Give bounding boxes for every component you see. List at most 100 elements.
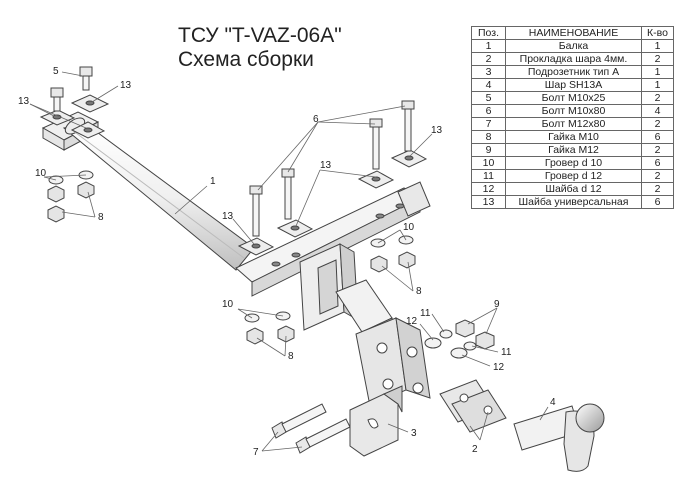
bolts bbox=[50, 66, 415, 454]
mount-plate-hole bbox=[406, 346, 418, 358]
tow-ball bbox=[513, 403, 605, 472]
row-name: Шайба универсальная bbox=[505, 195, 642, 209]
leader-13 bbox=[91, 85, 119, 103]
nut-m10 bbox=[47, 185, 65, 203]
row-name: Болт М12х80 bbox=[505, 117, 642, 131]
mount-plate-right bbox=[395, 317, 431, 399]
mount-plate-hole bbox=[382, 378, 394, 390]
beam-tube bbox=[62, 123, 255, 271]
leader-6 bbox=[317, 121, 376, 125]
crossbar-hole bbox=[395, 203, 405, 209]
row-name: Гровер d 12 bbox=[505, 169, 642, 183]
header-name: НАИМЕНОВАНИЕ bbox=[505, 26, 642, 40]
leader-5 bbox=[61, 71, 84, 77]
leader-10 bbox=[43, 174, 87, 178]
leader-6 bbox=[317, 105, 406, 123]
leader-7 bbox=[261, 446, 303, 452]
washer-13-c bbox=[70, 121, 106, 139]
washer-13-f bbox=[357, 170, 395, 189]
leader-13 bbox=[409, 133, 433, 157]
nut-m12 bbox=[475, 331, 495, 350]
crossbar-hole bbox=[291, 252, 301, 258]
callout-13-top: 13 bbox=[120, 80, 132, 91]
bolt-m12x80-a bbox=[271, 403, 327, 439]
leader-6 bbox=[257, 121, 319, 191]
leader-10 bbox=[237, 308, 284, 317]
callout-13-center-left: 13 bbox=[222, 211, 234, 222]
bolt-m10x80-c bbox=[369, 118, 383, 170]
leader-8 bbox=[61, 211, 96, 218]
nut-m10 bbox=[398, 251, 416, 269]
callout-8-lower: 8 bbox=[288, 351, 294, 362]
washer-d12 bbox=[450, 347, 468, 359]
leader-10 bbox=[43, 176, 57, 181]
leader-lines bbox=[29, 71, 549, 452]
leader-8 bbox=[87, 191, 96, 218]
callout-labels: 1 2 3 4 5 6 7 8 8 8 9 10 10 10 11 11 12 … bbox=[18, 66, 556, 458]
nut-m10 bbox=[77, 181, 95, 199]
crossbar-hole bbox=[271, 261, 281, 267]
leader-9 bbox=[485, 307, 498, 335]
ball-mount-plate bbox=[355, 317, 431, 407]
title-block: ТСУ "T-VAZ-06A" Схема сборки bbox=[178, 24, 342, 72]
leader-13 bbox=[29, 103, 87, 129]
leader-13 bbox=[232, 218, 255, 245]
tow-ball-sphere bbox=[575, 403, 605, 433]
socket-bracket bbox=[349, 385, 403, 457]
callout-11-left: 11 bbox=[420, 308, 431, 319]
row-qty: 4 bbox=[641, 104, 674, 118]
nut-m10 bbox=[47, 205, 65, 223]
leader-4 bbox=[539, 406, 549, 421]
leader-10 bbox=[237, 308, 253, 319]
callout-5: 5 bbox=[53, 66, 59, 77]
grover-d12 bbox=[439, 329, 453, 339]
leader-8 bbox=[256, 337, 286, 357]
row-pos: 13 bbox=[471, 195, 506, 209]
leader-13 bbox=[295, 169, 321, 227]
spacer-hole bbox=[483, 405, 493, 415]
callout-13-left: 13 bbox=[18, 96, 30, 107]
callout-12-right: 12 bbox=[493, 362, 505, 373]
mount-plate-hole bbox=[412, 382, 424, 394]
nut-m10 bbox=[277, 325, 295, 343]
bolt-m10x80-d bbox=[401, 100, 415, 152]
callout-8-center: 8 bbox=[416, 286, 422, 297]
row-name: Шайба d 12 bbox=[505, 182, 642, 196]
leader-9 bbox=[467, 307, 498, 325]
leader-10 bbox=[377, 229, 401, 244]
washer-13-e bbox=[276, 219, 314, 238]
drawing-title: ТСУ "T-VAZ-06A" bbox=[178, 24, 342, 47]
socket-bracket-flange bbox=[382, 385, 403, 413]
callout-10-left: 10 bbox=[35, 168, 47, 179]
row-qty: 6 bbox=[641, 195, 674, 209]
bolt-m12x80-b bbox=[295, 418, 351, 454]
leader-2 bbox=[469, 425, 481, 441]
callout-10-lower: 10 bbox=[222, 299, 234, 310]
bolt-m10x25-b bbox=[50, 87, 64, 112]
beam-highlight bbox=[71, 129, 245, 259]
callout-4: 4 bbox=[550, 397, 556, 408]
callout-1: 1 bbox=[210, 176, 216, 187]
spacer-hole bbox=[459, 393, 469, 403]
leader-11 bbox=[431, 313, 445, 333]
leader-3 bbox=[387, 423, 409, 433]
socket-bracket-slot bbox=[367, 418, 379, 429]
callout-12-left: 12 bbox=[406, 316, 418, 327]
callout-13-right: 13 bbox=[431, 125, 443, 136]
row-qty: 2 bbox=[641, 52, 674, 66]
callout-11-right: 11 bbox=[501, 347, 512, 358]
ball-spacers bbox=[439, 379, 507, 433]
leader-1 bbox=[174, 185, 208, 215]
callout-3: 3 bbox=[411, 428, 417, 439]
stem-gusset bbox=[317, 259, 339, 315]
callout-9: 9 bbox=[494, 299, 500, 310]
parts-table-header-row: Поз. НАИМЕНОВАНИЕ К-во bbox=[471, 26, 674, 40]
washer-13-a bbox=[70, 94, 110, 113]
callout-10-center: 10 bbox=[403, 222, 415, 233]
